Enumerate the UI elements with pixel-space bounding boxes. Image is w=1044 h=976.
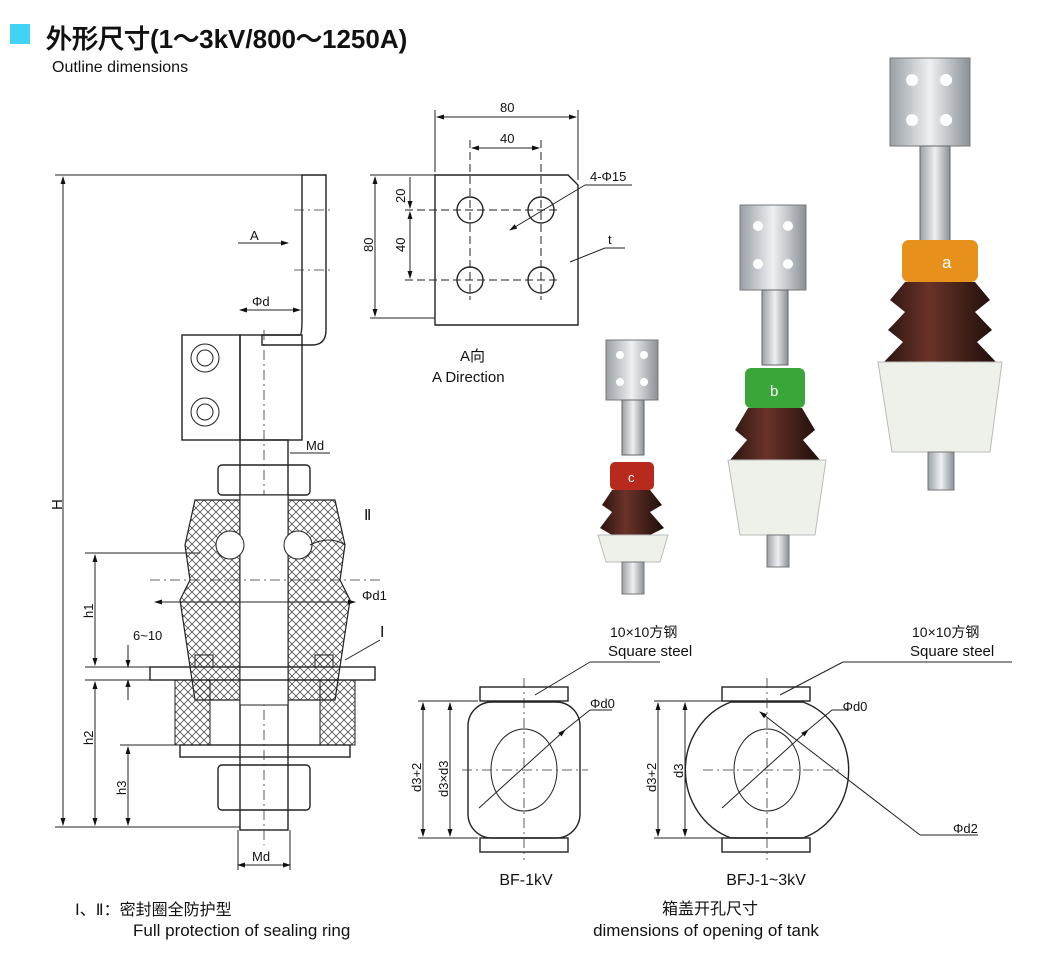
sealing-caption-en: Full protection of sealing ring [133, 921, 350, 940]
accent-square-icon [10, 24, 30, 44]
tank-opening-bfj: Φd0 Φd2 10×10方钢 Square steel d3+2 d3 BFJ… [644, 624, 1012, 889]
model-bfj-1-3kv: BFJ-1~3kV [726, 872, 806, 889]
dim-Md-top: Md [306, 438, 324, 453]
dim-plate-height: 80 [361, 238, 376, 252]
dim-phi-d: Φd [252, 294, 270, 309]
ring-label-a: a [942, 253, 952, 272]
steel-label-en: Square steel [910, 643, 994, 660]
view-label-cn: A向 [460, 348, 485, 365]
ring-label-c: c [628, 470, 635, 485]
page-subtitle: Outline dimensions [52, 59, 188, 76]
bushing-section-view: H A Φd Md Ⅱ Φd1 Ⅰ [49, 174, 387, 940]
tank-caption-cn: 箱盖开孔尺寸 [662, 900, 758, 918]
bushing-photo-medium: b [727, 204, 827, 568]
dim-phi-d1: Φd1 [362, 588, 387, 603]
hole [527, 196, 555, 224]
bushing-photo-large: a [877, 57, 1003, 491]
dim-vertical-spacing: 40 [393, 238, 408, 252]
holes-label: 4-Φ15 [590, 169, 626, 184]
page-title: 外形尺寸(1～3kV/800～1250A) [46, 24, 407, 54]
dim-d3xd3: d3×d3 [436, 760, 451, 797]
view-arrow-A: A [250, 228, 259, 243]
dim-h2: h2 [81, 731, 96, 745]
ring-label-b: b [770, 383, 778, 400]
dim-h1: h1 [81, 604, 96, 618]
dim-d3-plus-2: d3+2 [409, 763, 424, 792]
seal-label-II: Ⅱ [364, 507, 371, 524]
header: 外形尺寸(1～3kV/800～1250A) Outline dimensions [10, 24, 407, 76]
dim-gap: 6~10 [133, 628, 162, 643]
steel-label-cn: 10×10方钢 [610, 624, 677, 640]
terminal-plate-view: 80 40 80 20 40 4-Φ15 t A向 A Direction [361, 100, 632, 386]
bushing-photo-small: c [597, 339, 669, 595]
tank-opening-bf: Φd0 10×10方钢 Square steel d3+2 d3×d3 BF-1… [409, 624, 692, 889]
dim-edge: 20 [393, 189, 408, 203]
steel-label-cn: 10×10方钢 [912, 624, 979, 640]
dim-d3-plus-2: d3+2 [644, 763, 659, 792]
dim-Md-bottom: Md [252, 849, 270, 864]
tank-caption-en: dimensions of opening of tank [593, 921, 819, 940]
thickness-label: t [608, 232, 612, 247]
dim-H: H [49, 499, 66, 510]
hole [527, 266, 555, 294]
dim-plate-width: 80 [500, 100, 514, 115]
hole [456, 196, 484, 224]
model-bf-1kv: BF-1kV [499, 872, 553, 889]
dim-hole-spacing: 40 [500, 131, 514, 146]
hole [456, 266, 484, 294]
dim-h3: h3 [114, 781, 129, 795]
seal-label-I: Ⅰ [380, 624, 384, 641]
steel-label-en: Square steel [608, 643, 692, 660]
view-label-en: A Direction [432, 369, 505, 386]
dim-phi-d0: Φd0 [590, 696, 615, 711]
dim-d3: d3 [671, 764, 686, 778]
dim-phi-d0: Φd0 [843, 699, 868, 714]
dim-phi-d2: Φd2 [953, 821, 978, 836]
sealing-caption-cn: Ⅰ、Ⅱ：密封圈全防护型 [75, 901, 232, 919]
